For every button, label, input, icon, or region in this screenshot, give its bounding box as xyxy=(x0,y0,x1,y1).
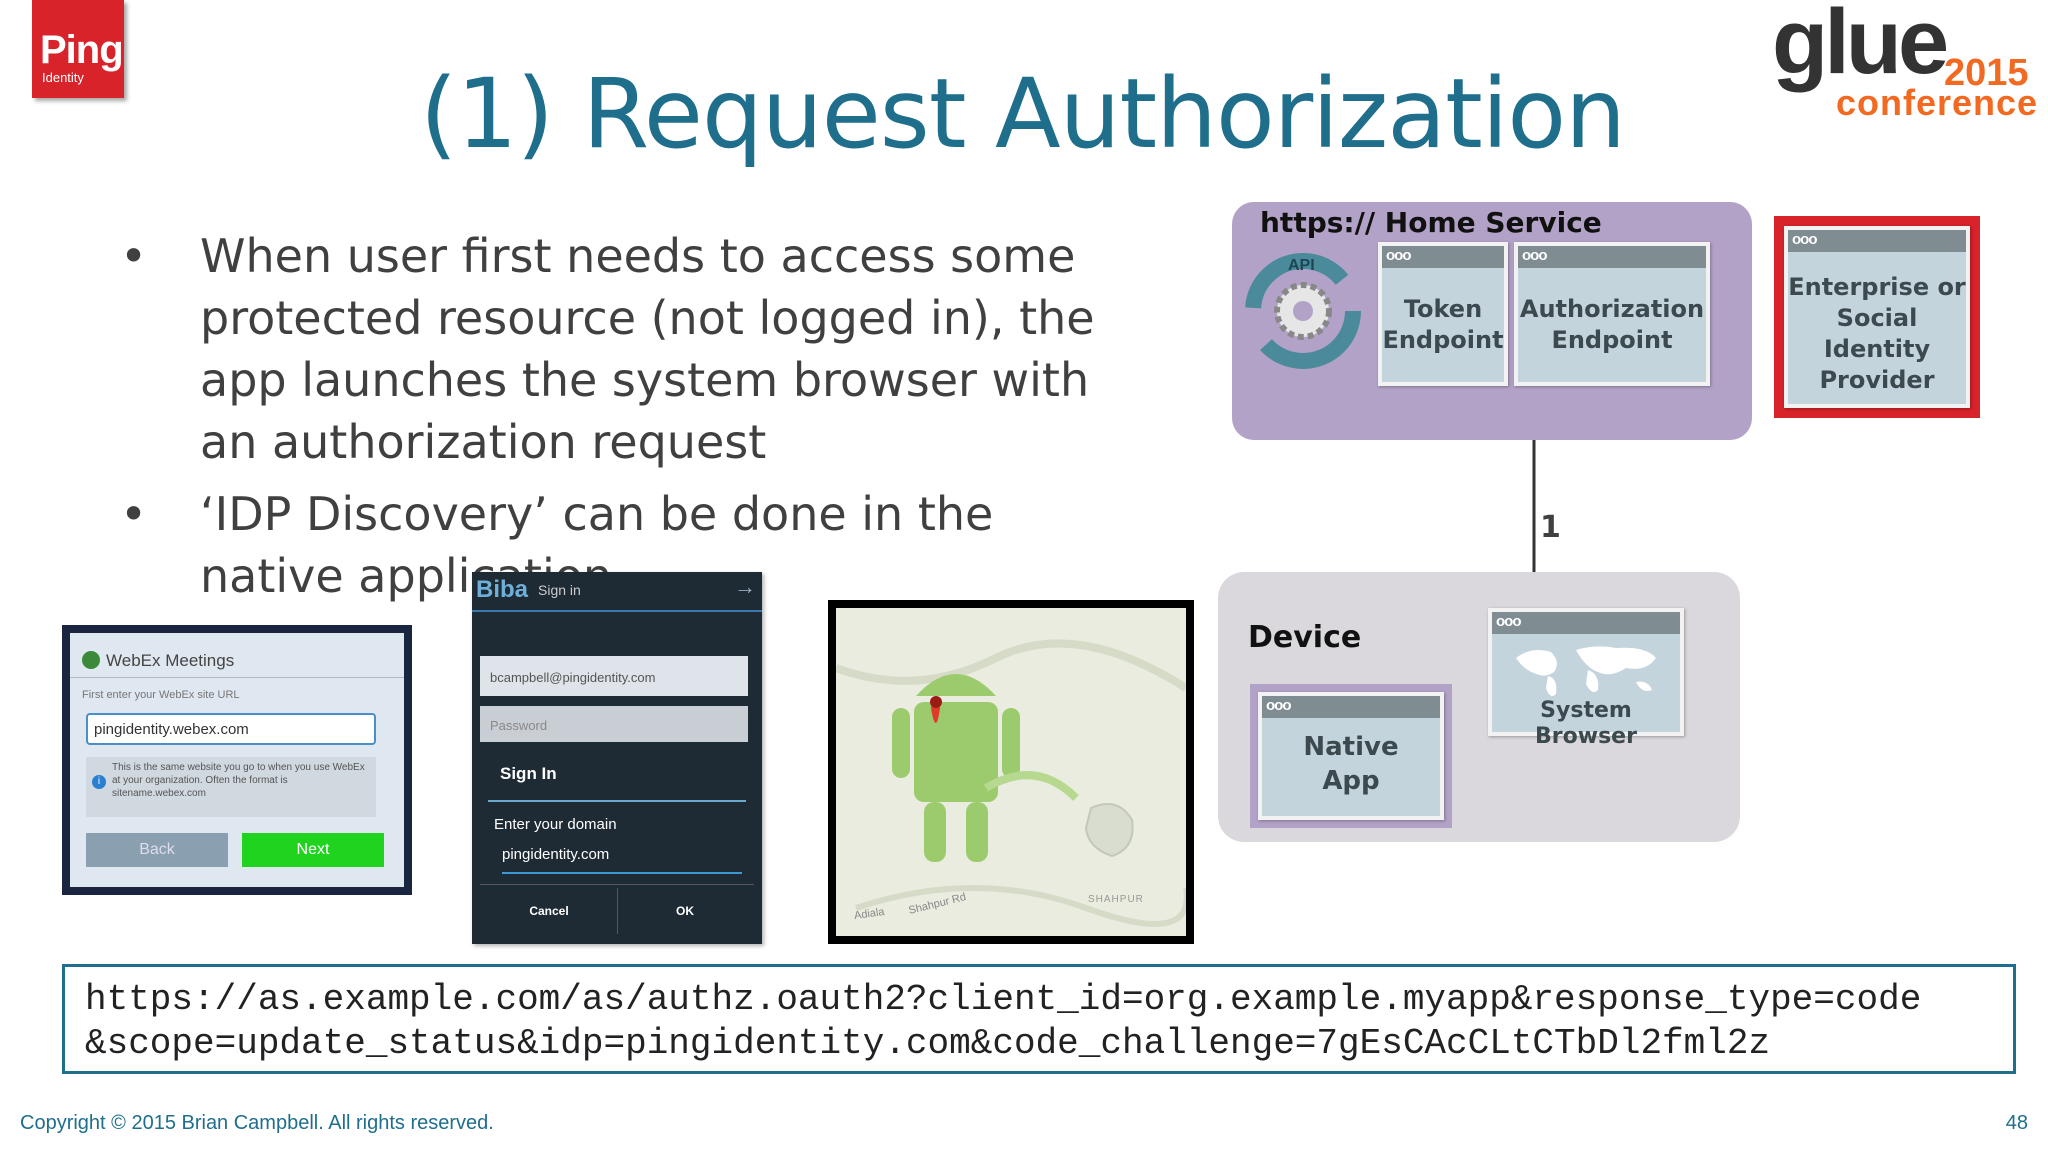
biba-ok-button[interactable]: OK xyxy=(676,904,694,918)
window-dots-icon: ooo xyxy=(1792,231,1817,248)
biba-brand: Biba xyxy=(476,576,529,603)
biba-sign-in-button[interactable]: Sign In xyxy=(500,764,557,783)
window-dots-icon: ooo xyxy=(1522,247,1547,264)
system-browser-label: System Browser xyxy=(1535,698,1637,749)
biba-screenshot: Biba Sign in → bcampbell@pingidentity.co… xyxy=(472,572,762,944)
glue-logo-word: glue xyxy=(1772,0,1949,93)
url-line-1: https://as.example.com/as/authz.oauth2?c… xyxy=(85,979,1922,1020)
identity-provider-window: ooo Enterprise or Social Identity Provid… xyxy=(1784,226,1970,408)
device-title: Device xyxy=(1248,620,1362,655)
bullet-list: • When user first needs to access some p… xyxy=(120,225,1120,617)
glue-conference-logo: glue 2015 conference xyxy=(1772,0,2037,123)
bullet-text: ‘IDP Discovery’ can be done in the nativ… xyxy=(200,487,994,603)
ping-identity-logo: Ping Identity xyxy=(32,0,124,98)
token-endpoint-label-line1: Token xyxy=(1403,295,1483,323)
idp-label-line2: Social Identity xyxy=(1823,304,1931,363)
bullet-text: When user first needs to access some pro… xyxy=(200,229,1095,469)
biba-domain-prompt: Enter your domain xyxy=(494,816,617,833)
home-service-title: https:// Home Service xyxy=(1260,206,1602,239)
url-line-2: &scope=update_status&idp=pingidentity.co… xyxy=(85,1023,1771,1064)
webex-hint-panel: i This is the same website you go to whe… xyxy=(86,757,376,817)
webex-next-button[interactable]: Next xyxy=(242,833,384,867)
android-map-illustration xyxy=(836,639,1186,927)
token-endpoint-window: ooo Token Endpoint xyxy=(1378,242,1508,386)
edge-label-step-1: 1 xyxy=(1540,510,1561,545)
bullet-dot-icon: • xyxy=(120,487,148,541)
biba-email-field[interactable]: bcampbell@pingidentity.com xyxy=(480,656,748,696)
native-app-frame: ooo Native App xyxy=(1250,684,1452,828)
native-app-label-line1: Native xyxy=(1303,732,1399,762)
bullet-item: • When user first needs to access some p… xyxy=(120,225,1120,473)
biba-domain-input[interactable]: pingidentity.com xyxy=(502,846,742,874)
authorization-request-url: https://as.example.com/as/authz.oauth2?c… xyxy=(62,964,2016,1074)
ping-logo-sub: Identity xyxy=(42,70,84,85)
slide-title: (1) Request Authorization xyxy=(420,58,1626,170)
copyright-footer: Copyright © 2015 Brian Campbell. All rig… xyxy=(20,1112,494,1134)
home-service-box: https:// Home Service API ooo Token Endp… xyxy=(1232,202,1752,440)
glue-logo-conference: conference xyxy=(1836,82,2039,123)
webex-prompt: First enter your WebEx site URL xyxy=(82,689,240,701)
world-map-icon xyxy=(1516,646,1656,696)
webex-logo-icon xyxy=(82,651,100,669)
glue-logo-year: 2015 xyxy=(1944,52,2029,94)
idp-label-line3: Provider xyxy=(1819,366,1935,394)
ping-logo-word: Ping xyxy=(40,28,124,72)
api-label: API xyxy=(1288,257,1315,274)
bullet-item: • ‘IDP Discovery’ can be done in the nat… xyxy=(120,483,1120,607)
authorization-endpoint-label-line1: Authorization xyxy=(1519,295,1705,323)
map-screenshot: Adiala Shahpur Rd SHAHPUR xyxy=(828,600,1194,944)
authorization-endpoint-window: ooo Authorization Endpoint xyxy=(1514,242,1710,386)
api-gear-icon: API xyxy=(1245,253,1361,369)
window-dots-icon: ooo xyxy=(1266,697,1291,714)
page-number: 48 xyxy=(2005,1112,2028,1134)
bullet-dot-icon: • xyxy=(120,229,148,283)
token-endpoint-label-line2: Endpoint xyxy=(1382,326,1504,354)
info-icon: i xyxy=(92,775,106,789)
native-app-label-line2: App xyxy=(1322,766,1380,796)
window-dots-icon: ooo xyxy=(1496,613,1521,630)
webex-site-url-input[interactable]: pingidentity.webex.com xyxy=(86,713,376,745)
webex-screenshot: WebEx Meetings First enter your WebEx si… xyxy=(62,625,412,895)
arrow-right-icon: → xyxy=(734,574,756,599)
webex-hint-text: This is the same website you go to when … xyxy=(112,762,365,799)
window-dots-icon: ooo xyxy=(1386,247,1411,264)
system-browser-window: ooo System Browser xyxy=(1488,608,1684,749)
identity-provider-box: ooo Enterprise or Social Identity Provid… xyxy=(1774,216,1980,418)
device-box: Device ooo Native App ooo System Browser xyxy=(1218,572,1740,842)
authorization-endpoint-label-line2: Endpoint xyxy=(1551,326,1673,354)
idp-label-line1: Enterprise or xyxy=(1788,273,1966,301)
map-label-shahpur: SHAHPUR xyxy=(1088,894,1144,905)
biba-screen-title: Sign in xyxy=(538,582,581,598)
webex-header: WebEx Meetings xyxy=(106,651,235,670)
webex-back-button[interactable]: Back xyxy=(86,833,228,867)
native-app-window: ooo Native App xyxy=(1258,692,1444,820)
biba-password-field[interactable]: Password xyxy=(480,706,748,742)
biba-cancel-button[interactable]: Cancel xyxy=(529,904,569,918)
